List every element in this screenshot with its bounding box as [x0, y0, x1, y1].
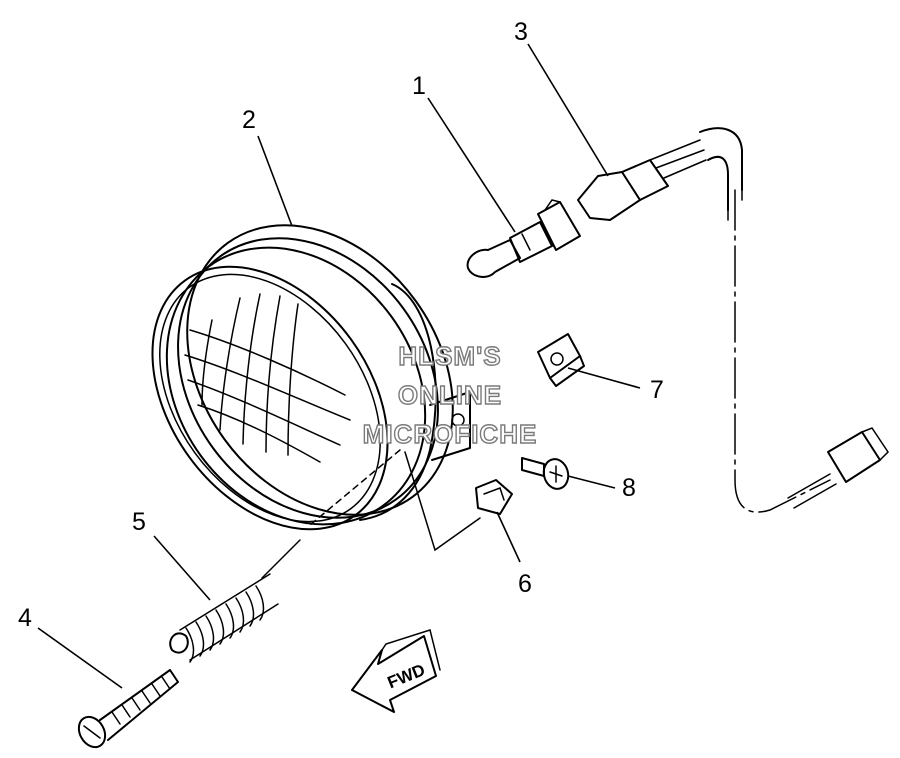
watermark-line-1: HLSM'S — [398, 341, 501, 371]
watermark: HLSM'S ONLINE MICROFICHE — [362, 340, 538, 449]
nut — [475, 479, 513, 515]
callout-3: 3 — [514, 18, 528, 46]
callout-5: 5 — [132, 508, 146, 536]
callout-7: 7 — [650, 376, 664, 404]
headlight-assembly — [151, 224, 481, 552]
callout-6: 6 — [518, 570, 532, 598]
watermark-line-3: MICROFICHE — [363, 419, 538, 449]
fwd-arrow: FWD — [351, 629, 441, 713]
adjusting-screw — [77, 669, 179, 749]
callout-4: 4 — [18, 604, 32, 632]
watermark-line-2: ONLINE — [398, 380, 502, 410]
nut-clip — [537, 333, 585, 387]
fwd-label: FWD — [385, 660, 428, 692]
callout-2: 2 — [242, 106, 256, 134]
socket-cord — [577, 127, 889, 513]
spring — [169, 539, 301, 663]
bulb — [466, 199, 581, 278]
screw — [521, 457, 570, 490]
callout-1: 1 — [412, 72, 426, 100]
callout-leaders — [37, 43, 641, 689]
callout-numbers: 1 2 3 4 5 6 7 8 — [18, 18, 664, 632]
callout-8: 8 — [622, 474, 636, 502]
